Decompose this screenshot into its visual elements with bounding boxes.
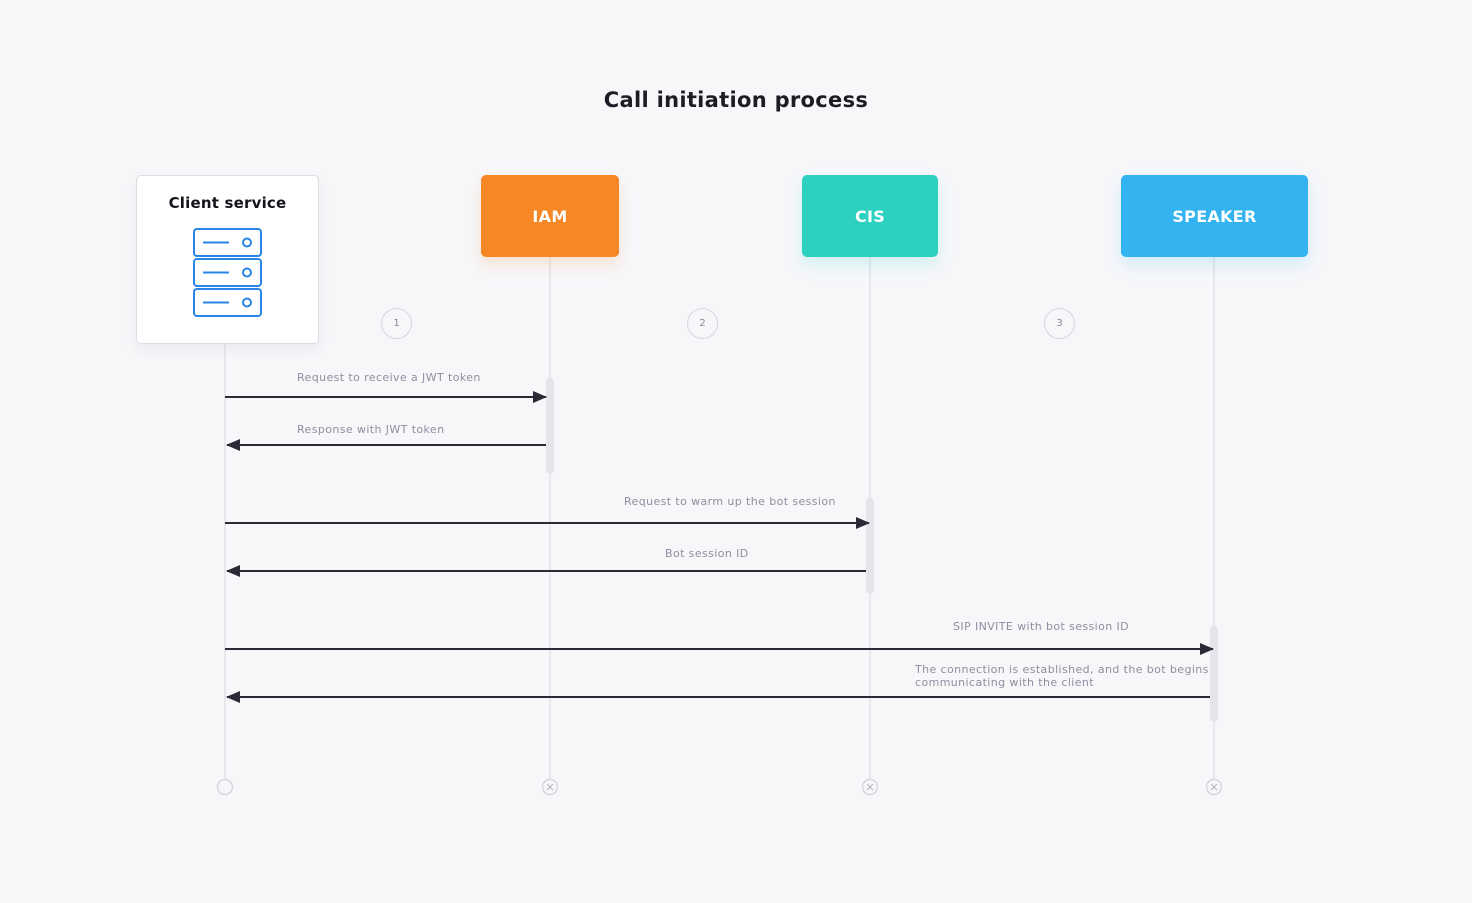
message-label-1: Request to receive a JWT token [297,371,481,384]
message-label-3: Request to warm up the bot session [624,495,836,508]
participant-label: SPEAKER [1172,206,1257,226]
lifeline-end-iam-icon [541,778,559,796]
participant-label: Client service [168,194,287,212]
activation-speaker [1210,626,1218,722]
diagram-title: Call initiation process [603,88,869,112]
participant-iam: IAM [481,175,619,257]
participant-cis: CIS [802,175,938,257]
participant-client-service: Client service [136,175,319,344]
participant-speaker: SPEAKER [1121,175,1308,257]
step-marker-2: 2 [687,308,718,339]
lifeline-end-speaker-icon [1205,778,1223,796]
server-stack-icon [192,228,262,317]
activation-cis [866,498,874,594]
lifeline-end-cis-icon [861,778,879,796]
participant-label: IAM [532,206,568,226]
message-label-4: Bot session ID [665,547,749,560]
message-label-6: The connection is established, and the b… [915,663,1209,689]
activation-iam [546,378,554,474]
step-marker-1: 1 [381,308,412,339]
lifeline-end-client [216,778,234,796]
message-label-5: SIP INVITE with bot session ID [953,620,1130,633]
participant-label: CIS [854,206,886,226]
message-label-2: Response with JWT token [297,423,445,436]
step-marker-3: 3 [1044,308,1075,339]
